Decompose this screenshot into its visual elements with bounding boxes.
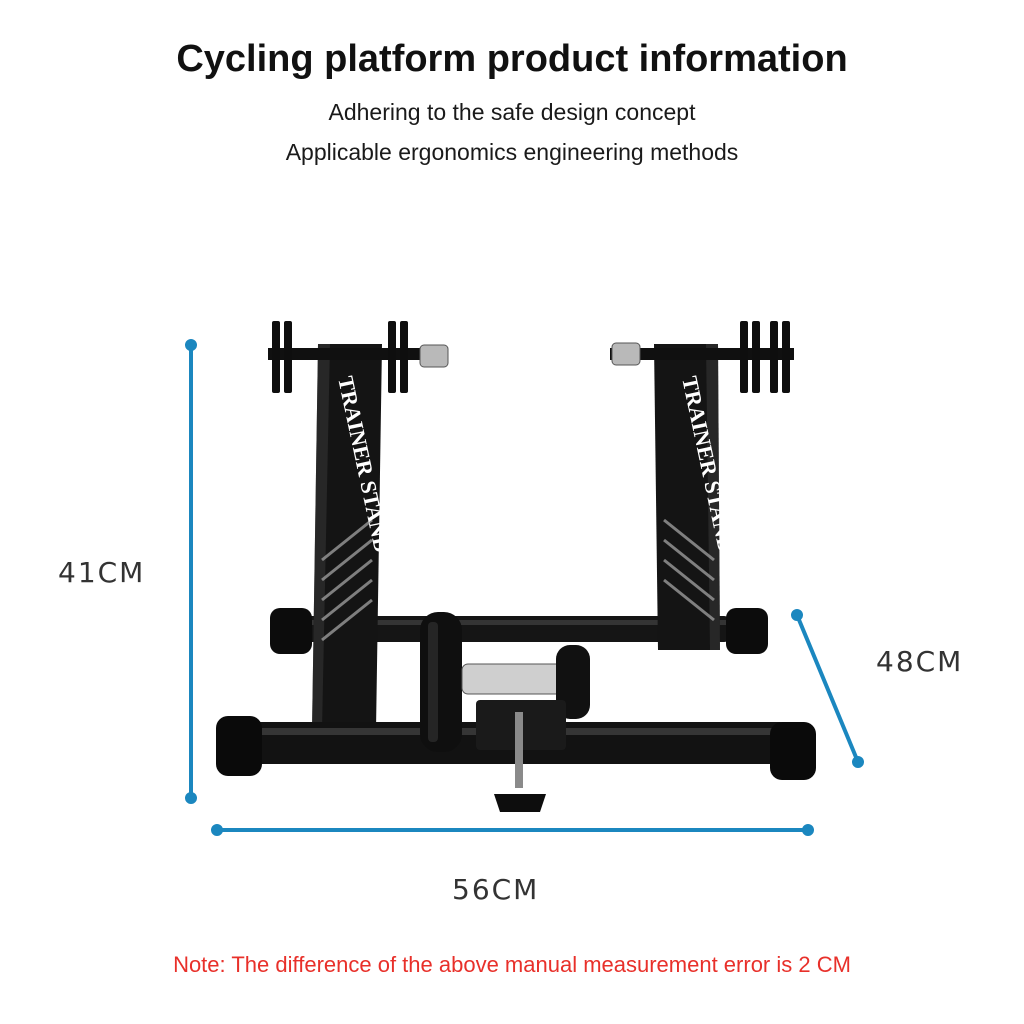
measurement-note: Note: The difference of the above manual…: [173, 952, 851, 977]
dimension-lines: [185, 339, 864, 836]
right-clamp-cup: [611, 342, 641, 366]
height-label: 41CM: [58, 556, 146, 589]
depth-dimension-line: [795, 614, 860, 763]
subtitle-safe-design: Adhering to the safe design concept: [328, 99, 696, 125]
adjuster-screw: [515, 712, 523, 788]
left-outer-knob: [272, 321, 292, 393]
back-left-foot: [270, 608, 312, 654]
left-clamp-cup: [419, 344, 449, 368]
resistance-flywheel: [420, 612, 462, 752]
right-inner-knob: [740, 321, 760, 393]
page-title: Cycling platform product information: [176, 38, 848, 80]
front-left-foot: [216, 716, 262, 776]
right-arm-stripes: [663, 518, 715, 622]
width-label: 56CM: [452, 873, 540, 906]
front-right-foot: [770, 722, 816, 780]
right-outer-knob: [770, 321, 790, 393]
roller: [461, 663, 563, 695]
subtitle-ergonomics: Applicable ergonomics engineering method…: [285, 139, 739, 165]
trainer-stand: TRAINER STAND TRAINER STAND: [216, 321, 816, 812]
back-right-foot: [726, 608, 768, 654]
left-arm-stripes: [321, 518, 373, 642]
adjuster-knob: [494, 794, 546, 812]
left-clamp-shaft: [268, 348, 434, 360]
depth-label: 48CM: [876, 645, 964, 678]
left-inner-knob: [388, 321, 408, 393]
resistance-cap: [556, 645, 590, 719]
